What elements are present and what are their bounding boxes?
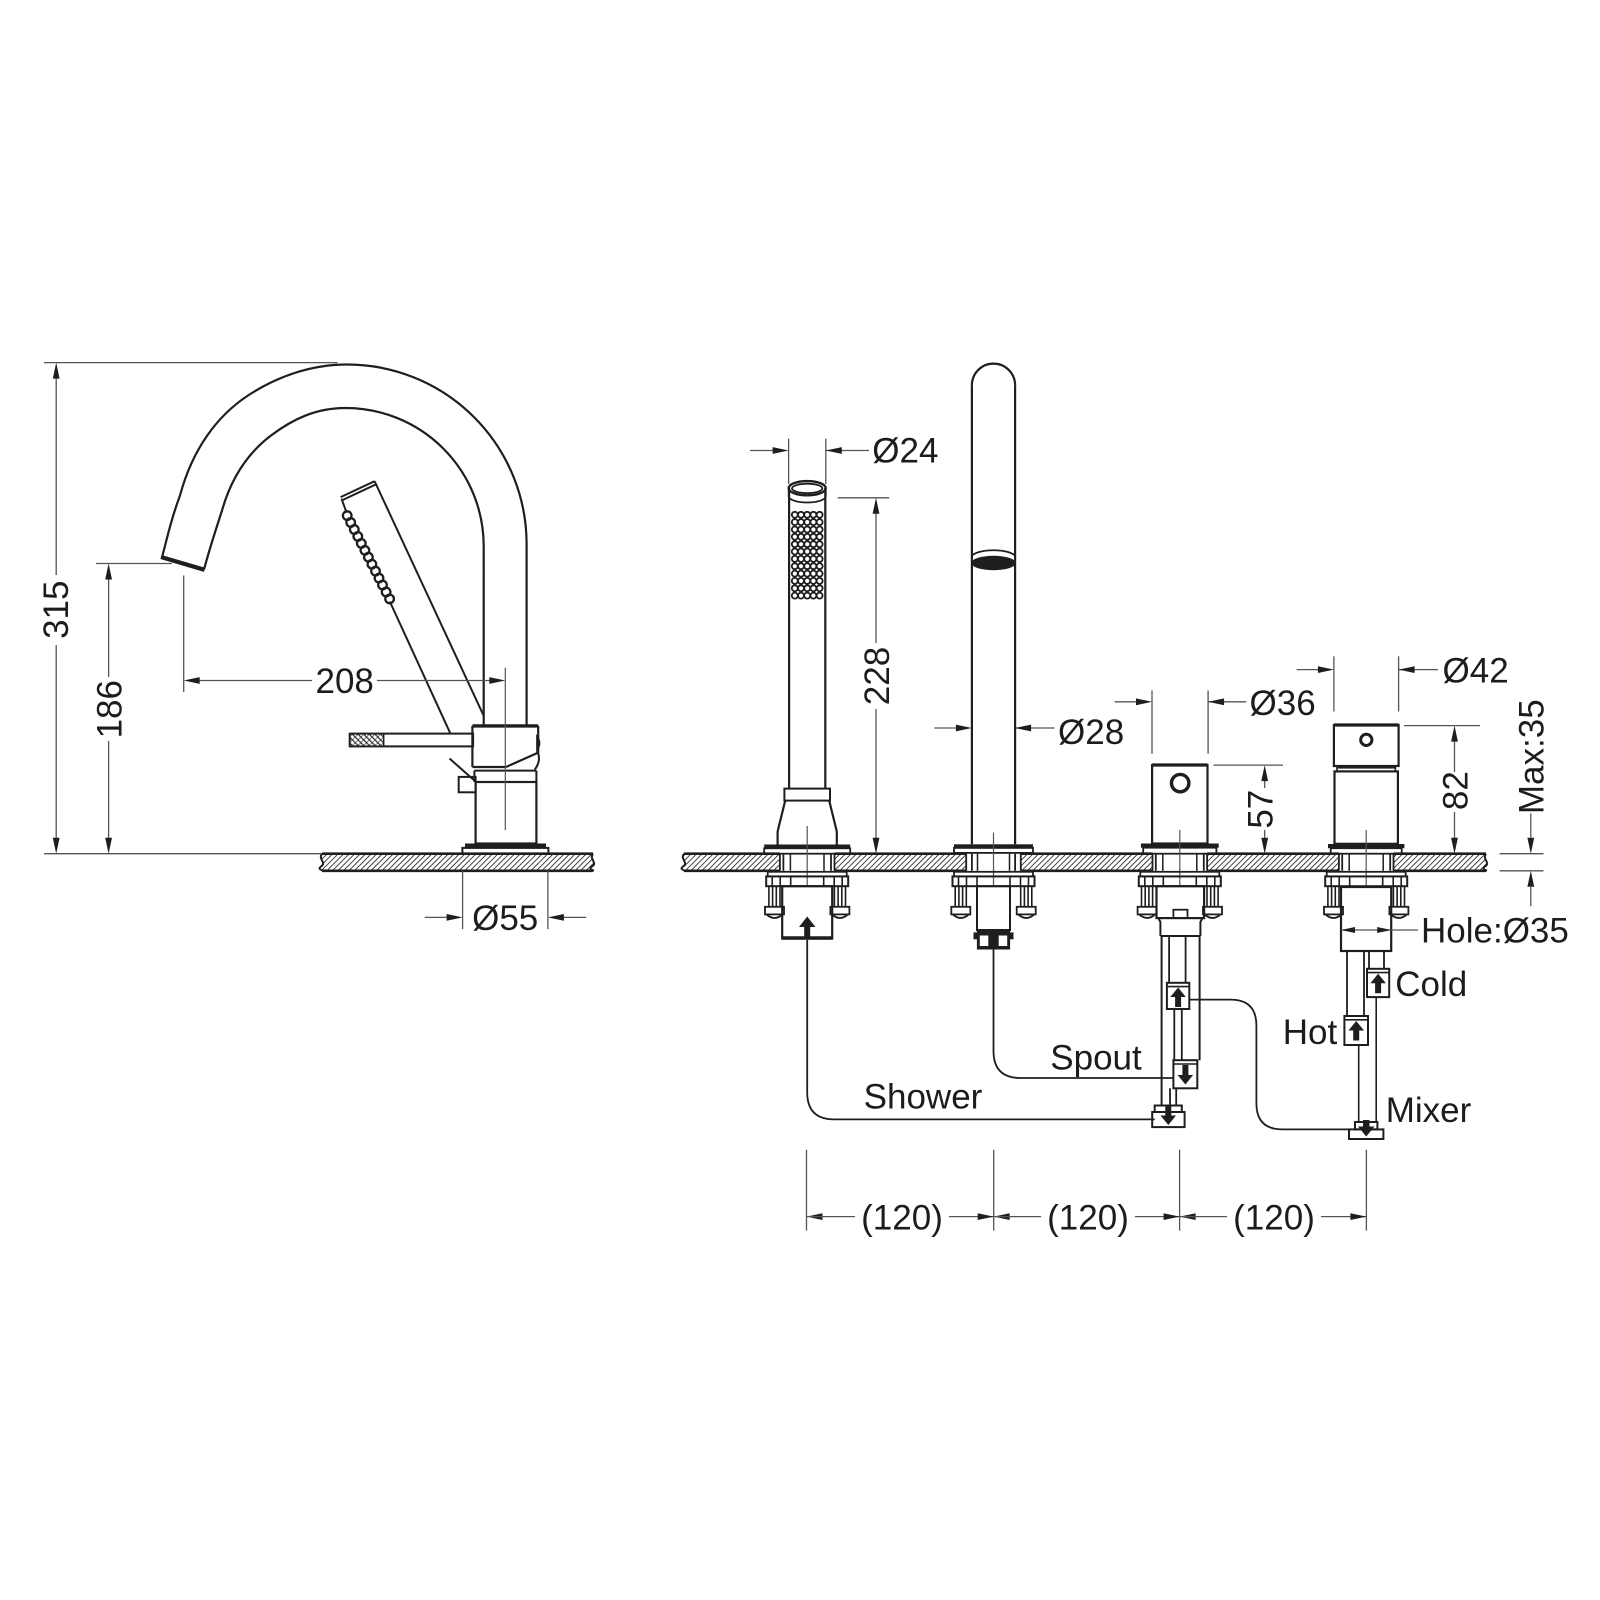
svg-text:Ø28: Ø28 [1058, 713, 1124, 752]
svg-text:Cold: Cold [1395, 965, 1467, 1004]
svg-text:228: 228 [858, 647, 897, 705]
svg-text:186: 186 [91, 680, 130, 738]
svg-text:Spout: Spout [1050, 1039, 1142, 1078]
svg-text:Ø55: Ø55 [472, 899, 538, 938]
svg-text:Shower: Shower [864, 1078, 983, 1117]
svg-text:208: 208 [315, 662, 373, 701]
svg-text:315: 315 [37, 580, 76, 638]
svg-text:Mixer: Mixer [1386, 1091, 1472, 1130]
svg-text:Hot: Hot [1283, 1013, 1338, 1052]
svg-text:(120): (120) [1233, 1198, 1315, 1237]
svg-text:(120): (120) [861, 1198, 943, 1237]
svg-text:Ø24: Ø24 [872, 432, 938, 471]
svg-text:Max:35: Max:35 [1513, 699, 1552, 814]
svg-text:(120): (120) [1047, 1198, 1129, 1237]
svg-text:Ø42: Ø42 [1443, 651, 1509, 690]
svg-text:57: 57 [1242, 790, 1281, 829]
svg-text:Hole:Ø35: Hole:Ø35 [1421, 912, 1569, 951]
svg-text:82: 82 [1436, 771, 1475, 810]
svg-text:Ø36: Ø36 [1250, 684, 1316, 723]
